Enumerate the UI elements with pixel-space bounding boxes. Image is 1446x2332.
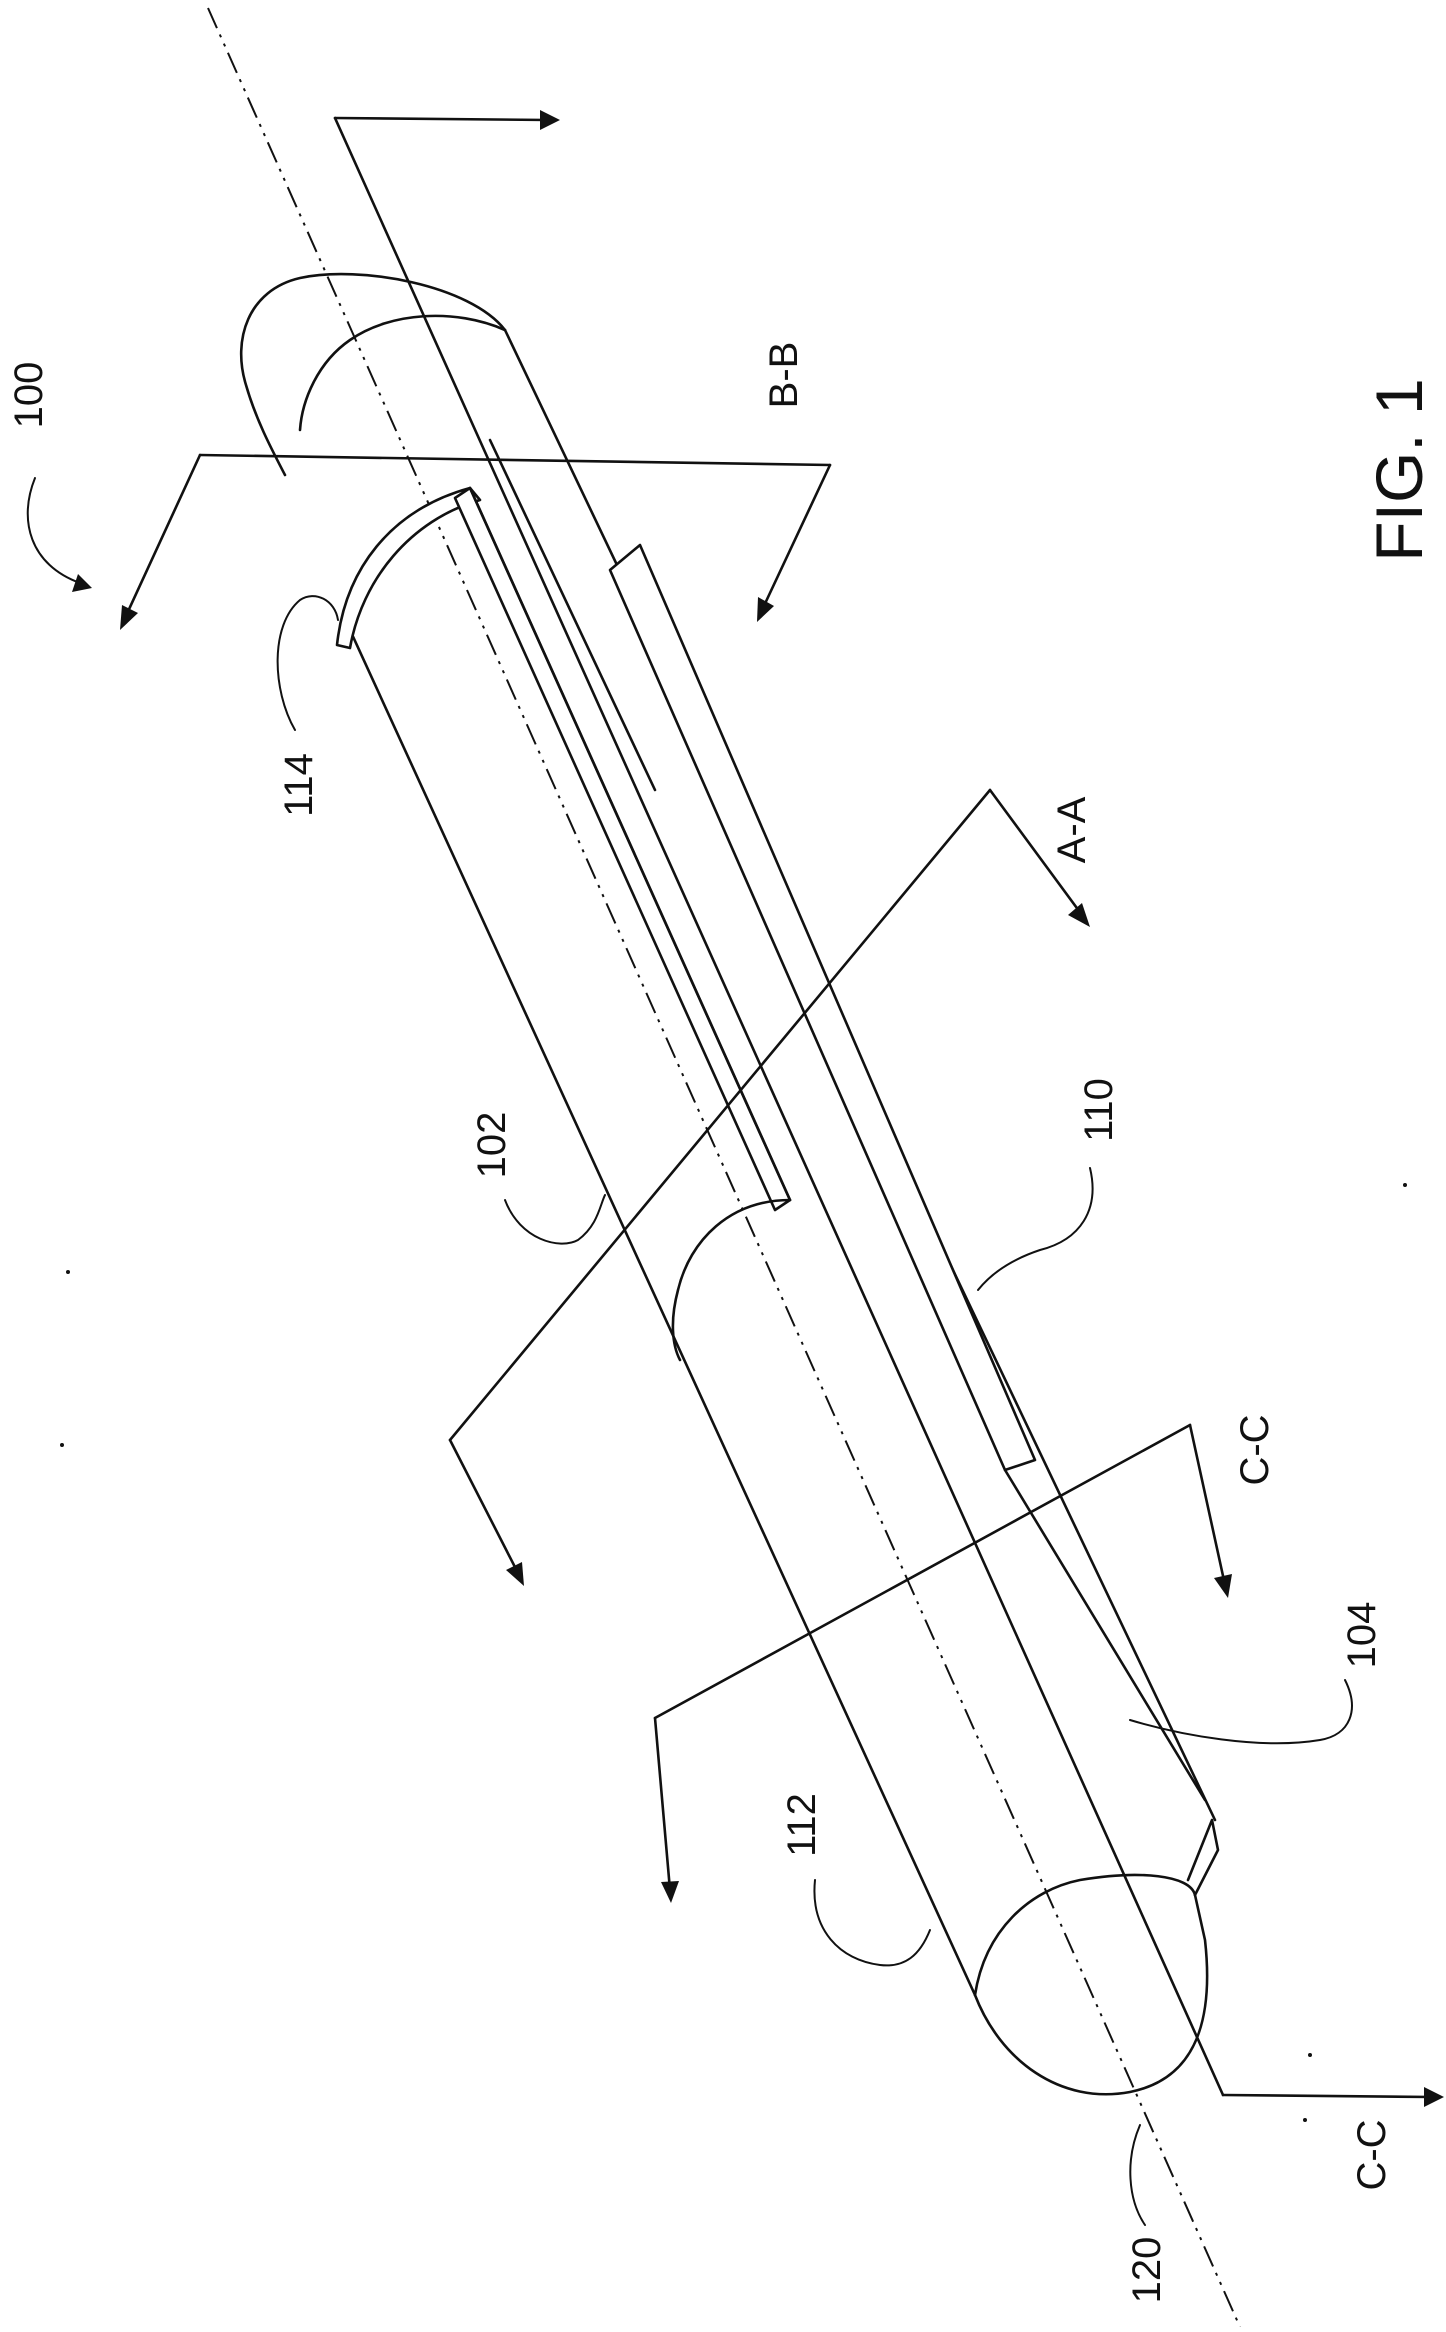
leader-112	[814, 1880, 930, 1965]
speck	[1403, 1183, 1407, 1187]
speck	[66, 1270, 70, 1274]
speck	[1303, 2118, 1307, 2122]
rear-end-cap	[241, 274, 505, 475]
label-120: 120	[1125, 2237, 1169, 2304]
label-114: 114	[277, 753, 321, 817]
leader-100	[28, 478, 80, 583]
label-104: 104	[1340, 1602, 1384, 1669]
front-end-cap	[975, 1875, 1195, 1995]
leader-114	[278, 596, 338, 730]
section-c-c-bottom	[1223, 2087, 1444, 2107]
label-a-a: A-A	[1050, 796, 1094, 863]
label-c-c-bottom: C-C	[1350, 2119, 1394, 2190]
label-110: 110	[1077, 1078, 1121, 1142]
mid-cut-edge	[673, 1200, 790, 1360]
section-c-c	[655, 1425, 1232, 1903]
figure-title: FIG. 1	[1362, 378, 1436, 561]
leader-120	[1130, 2125, 1145, 2225]
label-102: 102	[470, 1112, 514, 1179]
label-c-c-right: C-C	[1233, 1414, 1277, 1485]
label-112: 112	[780, 1793, 824, 1857]
leader-110	[978, 1168, 1093, 1290]
speck	[60, 1443, 64, 1447]
leader-102	[505, 1195, 605, 1244]
speck	[1308, 2053, 1312, 2057]
label-100: 100	[7, 362, 51, 429]
centerline-axis	[208, 8, 1240, 2327]
label-b-b: B-B	[762, 342, 806, 409]
